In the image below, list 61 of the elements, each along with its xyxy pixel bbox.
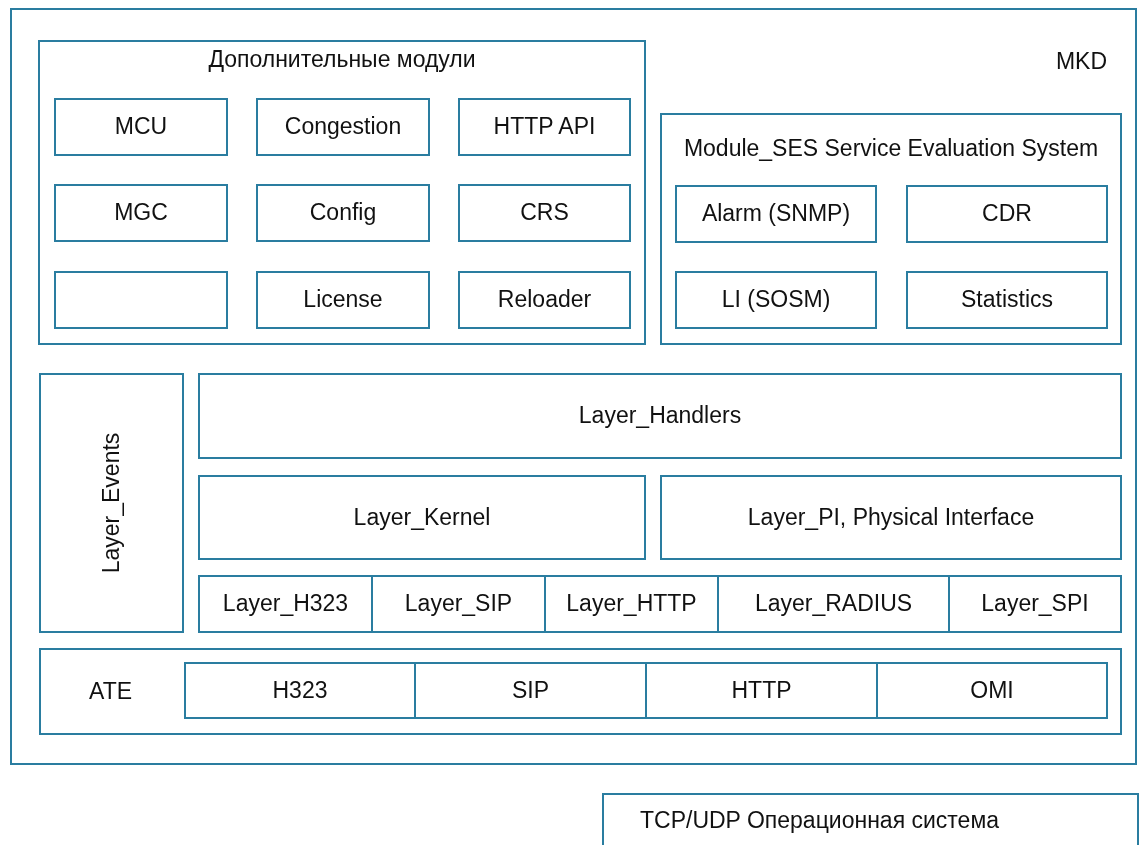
- box-label: Config: [308, 199, 378, 227]
- box-label: Layer_SPI: [980, 590, 1090, 618]
- box-label: TCP/UDP Операционная система: [640, 807, 999, 835]
- group-heading: Дополнительные модули: [207, 46, 477, 74]
- module-box: [675, 271, 877, 329]
- layer-box: [198, 575, 373, 633]
- box-label: Layer_PI, Physical Interface: [746, 503, 1036, 532]
- box-label: H323: [271, 676, 329, 705]
- box-label: OMI: [969, 676, 1015, 705]
- module-box: [458, 98, 631, 156]
- box-label: CDR: [981, 200, 1033, 228]
- layer-box: [198, 373, 1122, 459]
- module-group-panel: [660, 113, 1122, 345]
- module-box: [256, 98, 430, 156]
- layer-box: [39, 373, 184, 633]
- box-label: Reloader: [496, 286, 593, 314]
- box-label: Layer_SIP: [403, 590, 514, 618]
- box-label: Congestion: [283, 113, 403, 141]
- box-label: Layer_RADIUS: [753, 590, 914, 618]
- module-box: [256, 184, 430, 242]
- module-box: [906, 271, 1108, 329]
- system-title: MKD: [1055, 48, 1107, 76]
- system-frame: [10, 8, 1137, 765]
- module-box: [54, 271, 228, 329]
- layer-box: [602, 793, 1139, 845]
- module-box: [675, 185, 877, 243]
- protocol-box: [645, 662, 878, 719]
- protocol-group-panel: [39, 648, 1122, 735]
- protocol-box: [876, 662, 1108, 719]
- layer-box: [948, 575, 1122, 633]
- box-label: Alarm (SNMP): [700, 200, 852, 228]
- layer-box: [371, 575, 546, 633]
- module-box: [256, 271, 430, 329]
- box-label: Layer_Kernel: [352, 503, 492, 532]
- module-box: [54, 98, 228, 156]
- box-label: Layer_Handlers: [577, 402, 743, 430]
- box-label: Layer_Events: [97, 432, 125, 574]
- box-label: HTTP API: [492, 113, 597, 141]
- box-label: SIP: [510, 676, 551, 705]
- box-label: Layer_HTTP: [565, 590, 698, 618]
- box-label: LI (SOSM): [720, 286, 832, 314]
- module-group-panel: [38, 40, 646, 345]
- layer-box: [660, 475, 1122, 560]
- module-box: [54, 184, 228, 242]
- protocol-box: [414, 662, 647, 719]
- module-box: [458, 184, 631, 242]
- layer-box: [198, 475, 646, 560]
- box-label: MCU: [113, 113, 169, 141]
- group-heading: Module_SES Service Evaluation System: [682, 135, 1100, 163]
- module-box: [458, 271, 631, 329]
- group-heading: ATE: [89, 677, 133, 706]
- protocol-box: [184, 662, 416, 719]
- box-label: Statistics: [960, 286, 1054, 314]
- module-box: [906, 185, 1108, 243]
- box-label: License: [302, 286, 384, 314]
- layer-box: [544, 575, 719, 633]
- box-label: MGC: [113, 199, 169, 227]
- box-label: HTTP: [730, 676, 793, 705]
- layer-box: [717, 575, 950, 633]
- box-label: Layer_H323: [221, 590, 350, 618]
- box-label: CRS: [519, 199, 570, 227]
